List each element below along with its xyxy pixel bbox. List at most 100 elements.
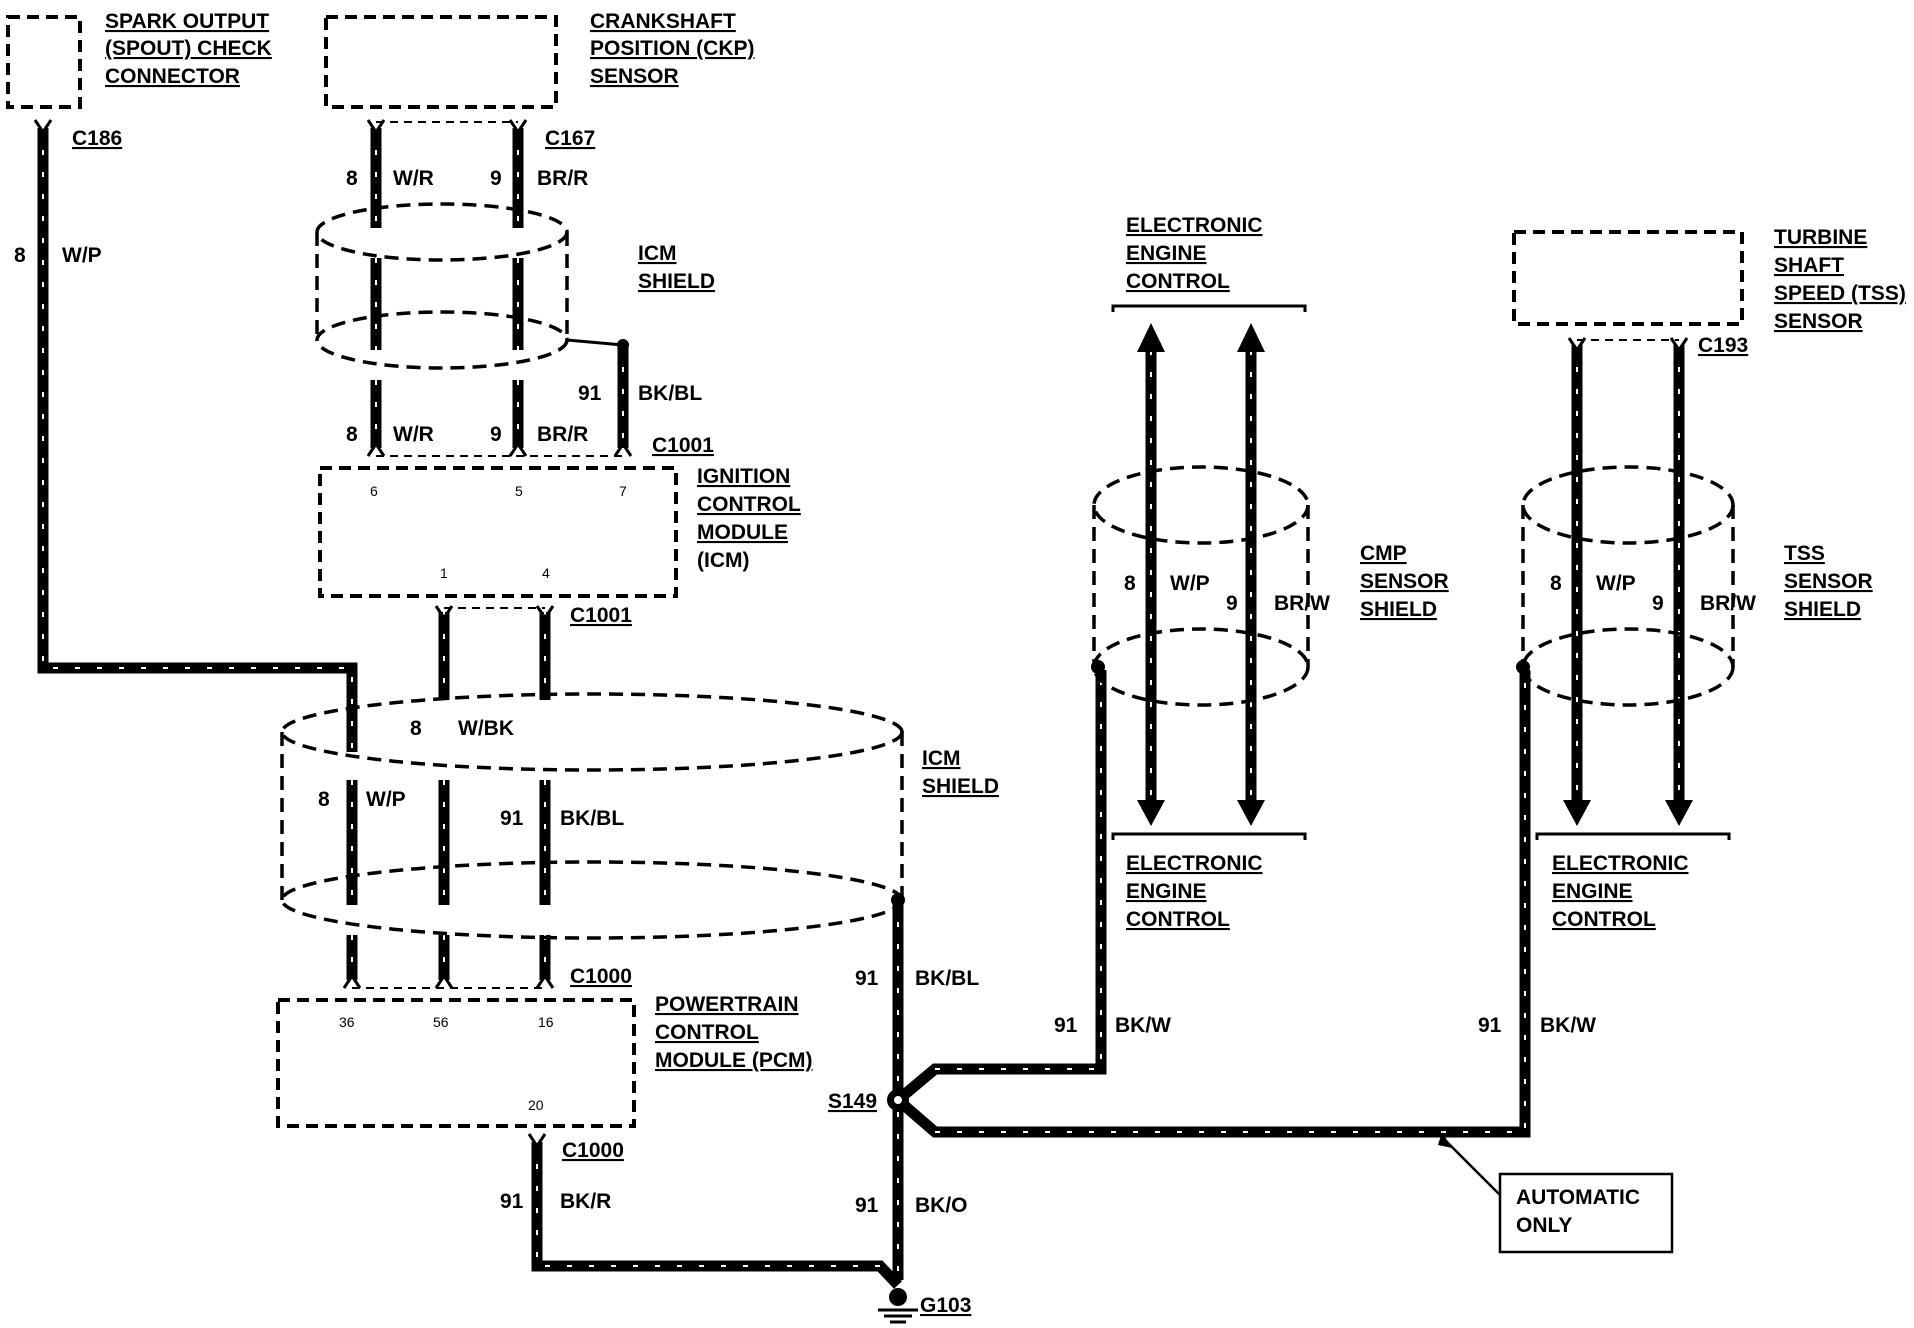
icm-shield-lower: [280, 692, 905, 940]
lower-wire-wp-circuit: 8: [318, 788, 330, 811]
spout-title-3: CONNECTOR: [105, 65, 240, 88]
tss-eec-bottom-1: ELECTRONIC: [1552, 852, 1689, 875]
wire-pcm-ground: [531, 1142, 902, 1289]
icm-shield-lower-label-1: ICM: [922, 747, 961, 770]
cmp-eec-bottom-3: CONTROL: [1126, 908, 1230, 931]
icm-pin-6: 6: [370, 483, 378, 499]
tss-wire-8-circuit: 8: [1550, 572, 1562, 595]
arrow-up-icon: [1137, 323, 1165, 352]
pcm-title-3: MODULE (PCM): [655, 1049, 812, 1072]
lower-wire-wbk-circuit: 8: [410, 717, 422, 740]
lower-wire-wbk-color: W/BK: [458, 717, 514, 740]
icm-drain-color: BK/BL: [638, 382, 702, 405]
icm-drain-circuit: 91: [578, 382, 602, 405]
ckp-wire-9-color: BR/R: [537, 167, 588, 190]
cmp-shield-label-3: SHIELD: [1360, 598, 1437, 621]
lower-drain-circuit: 91: [855, 967, 879, 990]
icm-shield-upper-label-2: SHIELD: [638, 270, 715, 293]
tss-drain-circuit: 91: [1478, 1014, 1502, 1037]
automatic-only-line-1: AUTOMATIC: [1516, 1186, 1640, 1209]
icm-pin-1: 1: [440, 565, 448, 581]
connector-c193: C193: [1698, 334, 1748, 357]
icm-title-3: MODULE: [697, 521, 788, 544]
pcm-title-1: POWERTRAIN: [655, 993, 799, 1016]
ckp-wire-8-circuit: 8: [346, 167, 358, 190]
pcm-pin-36: 36: [339, 1014, 355, 1030]
tss-sensor-box: [1512, 230, 1744, 326]
cmp-eec-top-bracket: [1111, 304, 1307, 312]
pcm-pin-56: 56: [433, 1014, 449, 1030]
tss-shield-label-3: SHIELD: [1784, 598, 1861, 621]
connector-tips: [33, 119, 1689, 1149]
icm-in-9-circuit: 9: [490, 423, 502, 446]
tss-shield-label-2: SENSOR: [1784, 570, 1873, 593]
icm-title-2: CONTROL: [697, 493, 801, 516]
cmp-eec-bottom-bracket: [1111, 832, 1307, 840]
tss-title-3: SPEED (TSS): [1774, 282, 1906, 305]
connector-c1000-bottom: C1000: [562, 1139, 624, 1162]
wires: [37, 128, 1685, 1289]
spout-color: W/P: [62, 244, 102, 267]
pcm-ground-color: BK/R: [560, 1190, 611, 1213]
tss-eec-bottom-2: ENGINE: [1552, 880, 1633, 903]
ground-g103-label: G103: [920, 1294, 971, 1317]
wire-splice-tss: [894, 670, 1531, 1138]
pcm-title-2: CONTROL: [655, 1021, 759, 1044]
lower-wire-wp-color: W/P: [366, 788, 406, 811]
arrow-down-icon: [1237, 800, 1265, 826]
icm-in-8-color: W/R: [393, 423, 434, 446]
splice-s149-label: S149: [828, 1090, 877, 1113]
pcm-pin-20: 20: [528, 1097, 544, 1113]
icm-title-4: (ICM): [697, 549, 749, 572]
automatic-only-leader: [1444, 1139, 1501, 1196]
ckp-title-2: POSITION (CKP): [590, 37, 755, 60]
tss-drain-color: BK/W: [1540, 1014, 1596, 1037]
splice-ground-circuit: 91: [855, 1194, 879, 1217]
cmp-sensor-shield: [1091, 465, 1310, 707]
lower-wire-bkbl-color: BK/BL: [560, 807, 624, 830]
cmp-wire-8-circuit: 8: [1124, 572, 1136, 595]
cmp-shield-label-2: SENSOR: [1360, 570, 1449, 593]
splice-ground-color: BK/O: [915, 1194, 968, 1217]
tss-wire-9-circuit: 9: [1652, 592, 1664, 615]
icm-pin-5: 5: [515, 483, 523, 499]
cmp-drain-circuit: 91: [1054, 1014, 1078, 1037]
spout-circuit: 8: [14, 244, 26, 267]
icm-in-9-color: BR/R: [537, 423, 588, 446]
arrow-down-icon: [1137, 800, 1165, 826]
cmp-eec-top-2: ENGINE: [1126, 242, 1207, 265]
ckp-sensor-box: [324, 15, 558, 109]
cmp-wire-9-color: BR/W: [1274, 592, 1330, 615]
pcm-ground-circuit: 91: [500, 1190, 524, 1213]
cmp-eec-bottom-2: ENGINE: [1126, 880, 1207, 903]
icm-in-8-circuit: 8: [346, 423, 358, 446]
tss-title-1: TURBINE: [1774, 226, 1867, 249]
tss-wire-8-color: W/P: [1596, 572, 1636, 595]
ckp-wire-8-color: W/R: [393, 167, 434, 190]
ckp-title-3: SENSOR: [590, 65, 679, 88]
icm-pin-7: 7: [619, 483, 627, 499]
tss-eec-bottom-3: CONTROL: [1552, 908, 1656, 931]
cmp-shield-label-1: CMP: [1360, 542, 1407, 565]
tss-shield-label-1: TSS: [1784, 542, 1825, 565]
connector-c167: C167: [545, 127, 595, 150]
icm-module-box: [318, 466, 678, 598]
arrow-down-icon: [1563, 800, 1591, 826]
wire-spout-8: [37, 128, 358, 752]
arrowheads: [1137, 323, 1693, 826]
spout-connector-box: [6, 15, 82, 109]
lower-wire-bkbl-circuit: 91: [500, 807, 524, 830]
pcm-module-box: [276, 998, 636, 1128]
spout-title-1: SPARK OUTPUT: [105, 10, 269, 33]
icm-shield-upper-label-1: ICM: [638, 242, 677, 265]
connector-joins: [352, 121, 1679, 989]
tss-eec-bottom-bracket: [1535, 832, 1731, 840]
icm-shield-upper: [315, 202, 629, 370]
icm-pin-4: 4: [542, 565, 550, 581]
cmp-wire-9-circuit: 9: [1226, 592, 1238, 615]
automatic-only-box: [1498, 1172, 1674, 1254]
automatic-only-line-2: ONLY: [1516, 1214, 1572, 1237]
ckp-wire-9-circuit: 9: [490, 167, 502, 190]
eec-brackets: [1111, 304, 1731, 840]
